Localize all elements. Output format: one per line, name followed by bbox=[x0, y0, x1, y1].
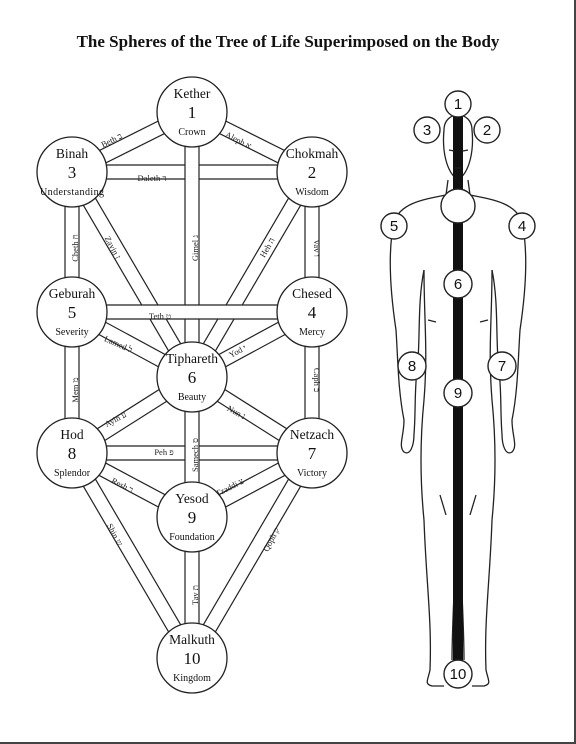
sphere-number: 7 bbox=[308, 444, 317, 463]
sphere-name: Hod bbox=[60, 427, 83, 442]
sphere-meaning: Victory bbox=[297, 468, 327, 479]
sphere-meaning: Mercy bbox=[299, 327, 325, 338]
body-marker-number: 9 bbox=[454, 385, 462, 402]
body-marker-number: 6 bbox=[454, 276, 462, 293]
body-marker-10: 10 bbox=[443, 659, 473, 689]
path-label: Peh פ bbox=[154, 447, 173, 457]
body-marker-9: 9 bbox=[443, 378, 473, 408]
sphere-name: Binah bbox=[56, 146, 88, 161]
sphere-name: Geburah bbox=[49, 286, 96, 301]
path-label: Cheth ח bbox=[70, 234, 80, 261]
body-marker-6: 6 bbox=[443, 269, 473, 299]
body-marker-1: 1 bbox=[444, 90, 472, 118]
body-outline bbox=[420, 269, 427, 521]
body-outline bbox=[423, 519, 444, 687]
body-marker-number: 4 bbox=[518, 218, 526, 235]
face-detail bbox=[448, 149, 469, 169]
page-title: The Spheres of the Tree of Life Superimp… bbox=[76, 32, 500, 51]
body-marker-number: 5 bbox=[390, 218, 398, 235]
sphere-meaning: Severity bbox=[55, 327, 88, 338]
path-label: Daleth ד bbox=[138, 173, 167, 183]
sphere-name: Chokmah bbox=[286, 146, 339, 161]
body-detail bbox=[469, 494, 477, 516]
throat-circle bbox=[440, 188, 476, 224]
body-marker-2: 2 bbox=[473, 116, 501, 144]
sphere-meaning: Understanding bbox=[40, 187, 104, 198]
sphere-number: 9 bbox=[188, 508, 197, 527]
sphere-number: 6 bbox=[188, 368, 197, 387]
body-marker-number: 3 bbox=[423, 122, 431, 139]
sphere-meaning: Splendor bbox=[54, 468, 91, 479]
body-marker-number: 10 bbox=[450, 666, 467, 683]
path-label: Samech ס bbox=[190, 438, 200, 472]
body-marker-number: 7 bbox=[498, 358, 506, 375]
body-marker-5: 5 bbox=[380, 212, 408, 240]
sphere-number: 3 bbox=[68, 163, 77, 182]
sphere-meaning: Foundation bbox=[169, 532, 215, 543]
body-marker-8: 8 bbox=[397, 351, 427, 381]
path-gimel: Gimel ג bbox=[184, 112, 200, 377]
body-detail bbox=[439, 494, 447, 516]
sphere-name: Kether bbox=[174, 86, 211, 101]
path-label: Mem מ bbox=[70, 377, 80, 402]
body-outline bbox=[489, 269, 496, 521]
sphere-number: 8 bbox=[68, 444, 77, 463]
body-detail bbox=[427, 319, 437, 323]
body-figure: 1 2 3 4 5 6 7 8 9 10 bbox=[380, 90, 536, 689]
sphere-meaning: Wisdom bbox=[295, 187, 329, 198]
sphere-name: Chesed bbox=[292, 286, 332, 301]
body-marker-number: 2 bbox=[483, 122, 491, 139]
sphere-number: 4 bbox=[308, 303, 317, 322]
sphere-name: Yesod bbox=[175, 491, 208, 506]
sphere-meaning: Crown bbox=[178, 127, 205, 138]
path-label: Caph כ bbox=[312, 368, 322, 392]
sphere-number: 10 bbox=[184, 649, 201, 668]
sphere-number: 1 bbox=[188, 103, 197, 122]
sphere-name: Malkuth bbox=[169, 632, 215, 647]
sphere-number: 2 bbox=[308, 163, 317, 182]
path-qoph: Qoph ק bbox=[185, 449, 319, 662]
body-marker-3: 3 bbox=[413, 116, 441, 144]
sphere-meaning: Kingdom bbox=[173, 673, 211, 684]
body-marker-7: 7 bbox=[487, 351, 517, 381]
body-marker-4: 4 bbox=[508, 212, 536, 240]
path-label: Teth ט bbox=[149, 311, 171, 321]
sphere-number: 5 bbox=[68, 303, 77, 322]
body-detail bbox=[479, 319, 489, 323]
path-shin: Shin ש bbox=[65, 449, 199, 662]
path-label: Tav ת bbox=[190, 585, 200, 605]
sphere-name: Netzach bbox=[290, 427, 334, 442]
path-teth: Teth ט bbox=[72, 304, 312, 321]
sphere-meaning: Beauty bbox=[178, 392, 206, 403]
sphere-name: Tiphareth bbox=[166, 351, 218, 366]
path-label: Gimel ג bbox=[190, 235, 200, 261]
body-marker-number: 1 bbox=[454, 96, 462, 113]
path-label: Vav ו bbox=[312, 239, 322, 257]
body-marker-number: 8 bbox=[408, 358, 416, 375]
body-outline bbox=[472, 519, 493, 687]
